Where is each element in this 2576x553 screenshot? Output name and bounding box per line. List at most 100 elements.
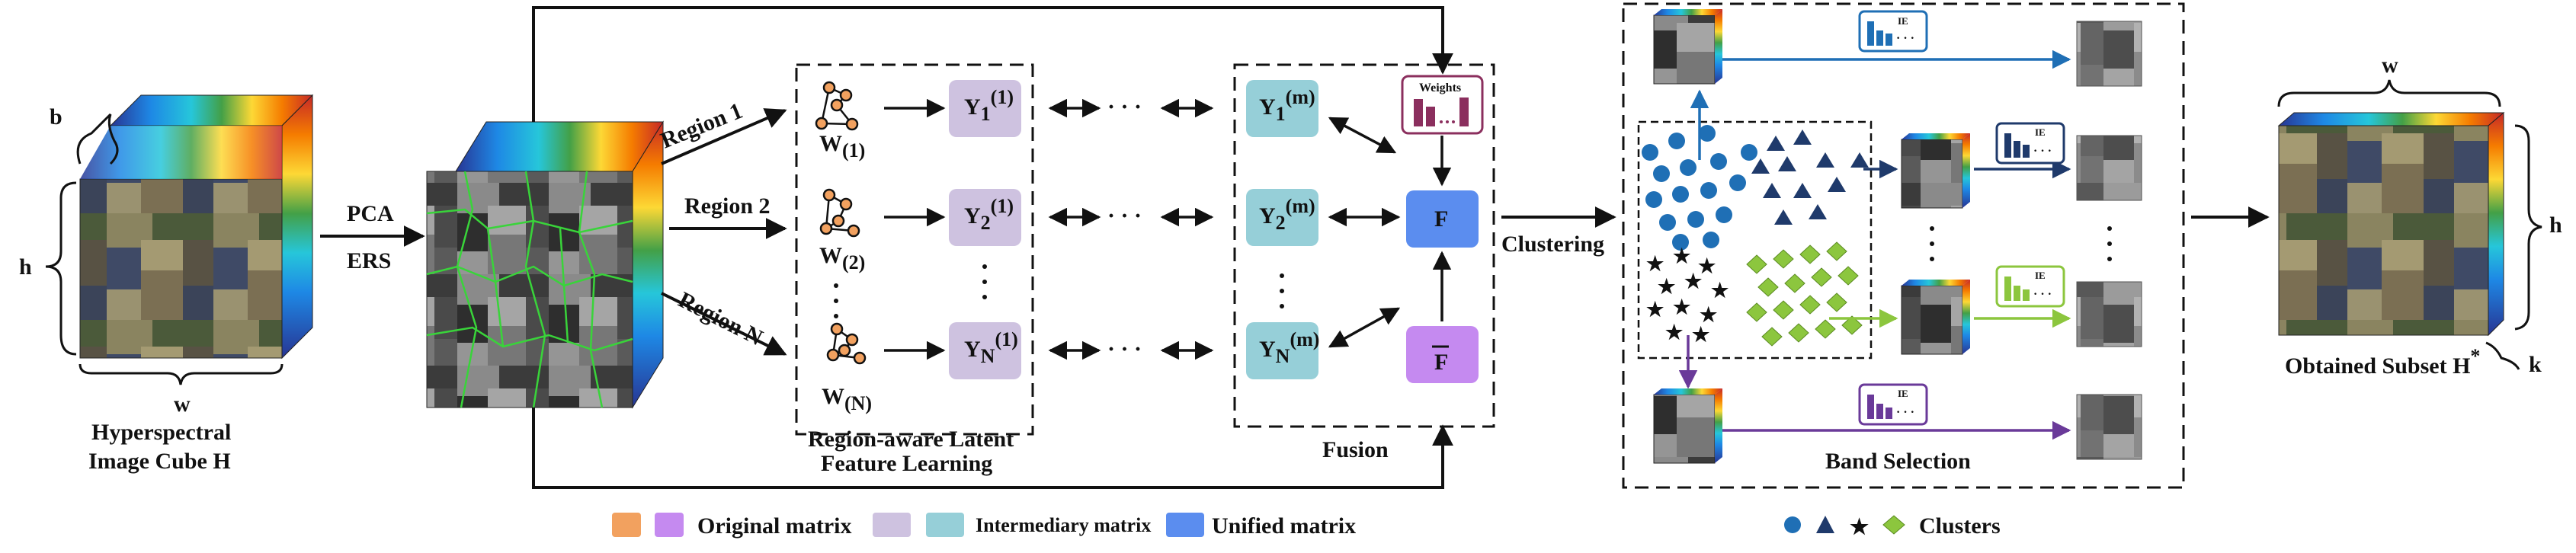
svg-text:· · ·: · · · — [1896, 406, 1914, 419]
row1-connection: · · · — [1048, 94, 1214, 120]
f-bar-box: F — [1406, 326, 1479, 383]
svg-text:★: ★ — [1692, 324, 1710, 346]
svg-text:★: ★ — [1665, 321, 1684, 344]
regionN-arrow — [661, 292, 787, 356]
region2-label: Region 2 — [684, 193, 771, 219]
output-caption: Obtained Subset H* — [2285, 345, 2480, 379]
y1m-weights-arrow — [1328, 117, 1397, 154]
output-dim-h: h — [2514, 124, 2562, 331]
yN-1-box: YN(1) — [949, 322, 1021, 379]
svg-text:★: ★ — [1711, 280, 1729, 302]
vertical-dots-selected — [2107, 226, 2112, 261]
top-skip-connection — [532, 6, 1453, 122]
regionN-label: Region N — [674, 287, 767, 351]
legend-unified-label: Unified matrix — [1212, 513, 1356, 539]
latent-learning-box — [795, 63, 1034, 436]
fusion-box — [1233, 63, 1495, 428]
graph-w1 — [815, 81, 859, 131]
svg-text:· · ·: · · · — [1107, 203, 1142, 229]
svg-text:Weights: Weights — [1419, 82, 1461, 94]
rowN-connection: · · · — [1048, 337, 1214, 362]
input-dim-b: b — [50, 104, 119, 165]
svg-text:IE: IE — [2035, 270, 2046, 281]
row2-connection: · · · — [1048, 203, 1214, 229]
y1-1-box: Y1(1) — [949, 80, 1021, 137]
ie-box-navy: IE · · · — [1995, 122, 2065, 165]
y2-1-box: Y2(1) — [949, 189, 1021, 246]
ie-box-green: IE · · · — [1995, 265, 2065, 308]
legend-intermediary-swatch — [926, 513, 964, 537]
svg-text:h: h — [2549, 213, 2562, 238]
legend-orange-swatch — [612, 513, 641, 537]
ie-box-blue: IE · · · — [1858, 10, 1928, 53]
legend-star-icon: ★ — [1850, 516, 1869, 539]
yN-m-box: YN(m) — [1246, 322, 1319, 379]
clustering-label: Clustering — [1501, 232, 1604, 257]
cluster-purple-points: ★★ ★★ ★★ ★★ ★★ ★ — [1646, 245, 1729, 346]
svg-text:IE: IE — [1898, 15, 1908, 27]
svg-text:· · ·: · · · — [1107, 337, 1142, 362]
svg-text:w: w — [2382, 53, 2398, 78]
svg-text:★: ★ — [1646, 253, 1664, 275]
svg-text:· · ·: · · · — [2033, 145, 2052, 158]
legend-lavender-swatch — [873, 513, 911, 537]
selected-band2 — [2076, 135, 2142, 201]
svg-text:Y2(1): Y2(1) — [964, 195, 1014, 234]
latent-caption-line1: Region-aware Latent — [808, 427, 1014, 452]
svg-text:b: b — [50, 104, 62, 129]
graph-wN — [826, 322, 867, 365]
svg-text:k: k — [2529, 352, 2542, 377]
y1-m-box: Y1(m) — [1246, 80, 1318, 137]
vertical-dots-left — [834, 283, 838, 318]
bottom-skip-connection — [532, 408, 1453, 489]
y2-m-box: Y2(m) — [1246, 189, 1318, 246]
band-selection-caption: Band Selection — [1825, 449, 1971, 474]
legend-purple-swatch — [655, 513, 684, 537]
legend-triangle-icon — [1816, 516, 1834, 533]
svg-text:★: ★ — [1658, 276, 1676, 298]
svg-text:★: ★ — [1673, 296, 1691, 318]
cluster-blue-points — [1642, 125, 1757, 251]
legend-diamond-icon — [1882, 515, 1905, 535]
selected-band1 — [2076, 21, 2142, 87]
cluster1-image — [1653, 9, 1722, 85]
selected-band4 — [2076, 394, 2142, 460]
hyperspectral-cube — [79, 94, 314, 360]
input-dim-w: w — [78, 363, 284, 417]
cluster2-image — [1901, 133, 1970, 209]
svg-text:· · ·: · · · — [1107, 94, 1142, 120]
input-dim-h: h — [19, 181, 77, 356]
cluster-navy-points — [1751, 129, 1869, 225]
svg-text:★: ★ — [1684, 270, 1703, 292]
band-selection-box — [1622, 2, 2185, 489]
unified-f-box: F — [1406, 190, 1479, 248]
segmented-cube — [426, 120, 664, 409]
legend-circle-icon — [1784, 516, 1801, 533]
legend-unified-swatch — [1166, 513, 1204, 537]
svg-text:F: F — [1434, 206, 1448, 232]
region1-arrow — [661, 108, 787, 165]
cluster4-image — [1653, 388, 1722, 464]
cluster3-image — [1901, 280, 1970, 355]
svg-text:· · ·: · · · — [1896, 32, 1914, 45]
legend-original-label: Original matrix — [697, 513, 851, 539]
output-dim-k: k — [2485, 341, 2542, 377]
svg-text:★: ★ — [1698, 255, 1716, 277]
vertical-dots-mid1 — [982, 264, 987, 299]
vertical-dots-cluster — [1930, 226, 1934, 261]
svg-text:w: w — [174, 392, 191, 417]
weights-box: Weights — [1401, 75, 1484, 135]
cluster-scatter-box — [1637, 120, 1873, 360]
wN-label: W(N) — [822, 384, 872, 414]
w2-label: W(2) — [819, 243, 865, 273]
svg-text:IE: IE — [2035, 126, 2046, 138]
svg-text:★: ★ — [1700, 304, 1718, 326]
vertical-dots-mid2 — [1280, 273, 1284, 308]
latent-caption-line2: Feature Learning — [821, 451, 992, 476]
svg-text:★: ★ — [1646, 299, 1664, 321]
svg-text:IE: IE — [1898, 388, 1908, 399]
yNm-f-arrow — [1328, 307, 1401, 348]
superpixel-boundaries — [426, 171, 633, 408]
